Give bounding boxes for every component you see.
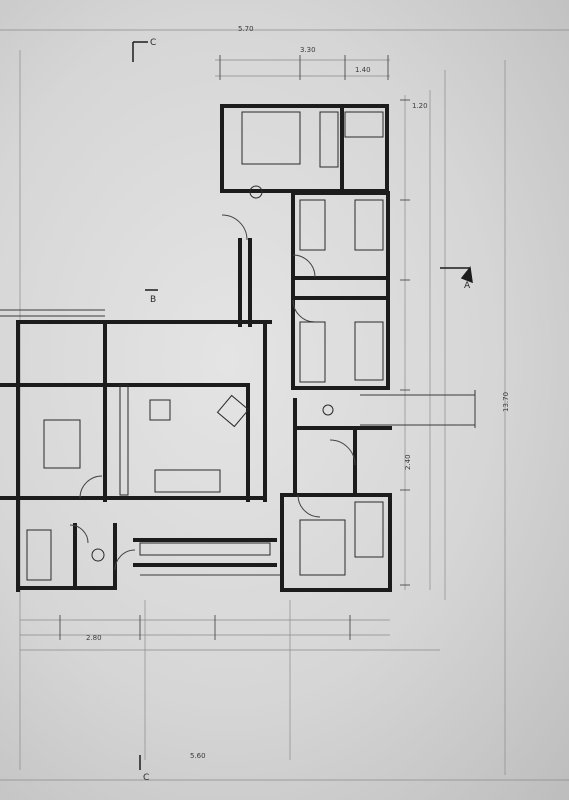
section-marker-a-right: A [464, 281, 471, 291]
dimension-label: 1.40 [355, 66, 371, 74]
dimension-ticks [59, 55, 410, 640]
dimension-label: 5.70 [238, 25, 254, 33]
section-marker-c-bottom: C [143, 773, 149, 783]
dimension-label: 13.70 [502, 392, 510, 412]
construction-lines [0, 29, 569, 781]
section-markers [132, 41, 473, 770]
furniture [26, 111, 384, 581]
dimension-label: 2.40 [404, 454, 412, 470]
walls [0, 104, 392, 592]
section-marker-b-left: B [150, 295, 156, 305]
dimension-label: 3.30 [300, 46, 316, 54]
windows [0, 309, 476, 576]
door-swings [69, 214, 356, 571]
section-marker-c-top: C [150, 38, 156, 48]
dimension-label: 2.80 [86, 634, 102, 642]
dimension-label: 5.60 [190, 752, 206, 760]
dimension-label: 1.20 [412, 102, 428, 110]
